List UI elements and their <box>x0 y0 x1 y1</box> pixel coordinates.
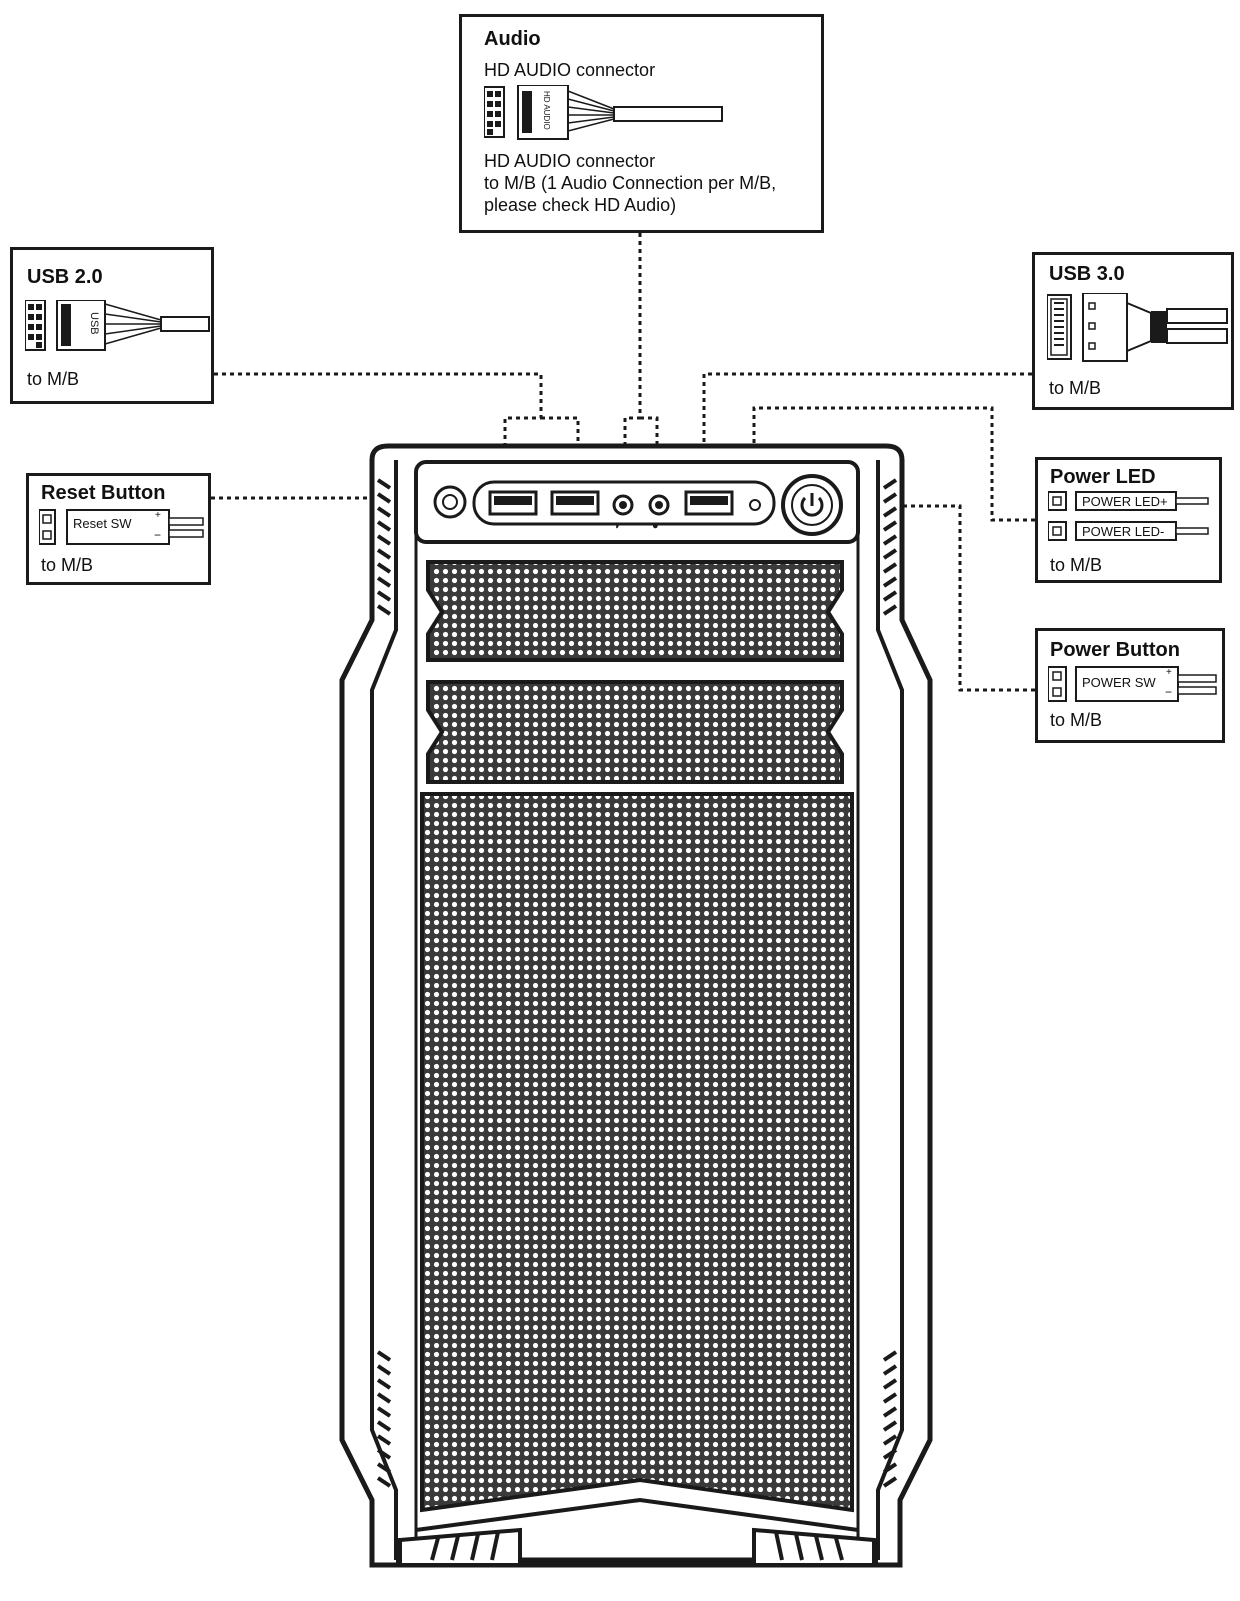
case-bottom-chevron <box>415 1497 859 1532</box>
power-switch-plus-label: + <box>1166 667 1172 678</box>
power-switch-label: POWER SW <box>1082 675 1156 690</box>
headphone-icon: ◗ <box>614 520 621 532</box>
reset-title: Reset Button <box>41 482 166 504</box>
hd-audio-plug-label: HD AUDIO <box>542 91 551 130</box>
power-switch-connector-illustration <box>1048 666 1217 702</box>
case-feet <box>398 1527 876 1567</box>
power-button-destination: to M/B <box>1050 710 1103 730</box>
usb2-title: USB 2.0 <box>27 266 103 288</box>
microphone-icon: ● <box>652 520 659 532</box>
left-top-vents <box>376 478 392 616</box>
audio-callout: Audio HD AUDIO connector HD AUDIO HD AUD… <box>459 14 824 233</box>
power-led-minus-label: POWER LED- <box>1082 524 1165 539</box>
right-bottom-vents <box>882 1350 898 1488</box>
reset-icon <box>442 494 458 510</box>
power-led-plus-label: POWER LED+ <box>1082 494 1168 509</box>
power-led-indicator <box>749 499 761 511</box>
audio-note-line-1: HD AUDIO connector <box>484 151 656 171</box>
case-left-rail <box>370 460 398 1560</box>
power-led-destination: to M/B <box>1050 555 1103 575</box>
audio-connector-label: HD AUDIO connector <box>484 60 656 80</box>
usb2-destination: to M/B <box>27 369 80 389</box>
usb3-connector-illustration <box>1047 293 1228 362</box>
right-top-vents <box>882 478 898 616</box>
reset-button-callout: Reset Button Reset SW + − to M/B <box>26 473 211 585</box>
usb2-connector-illustration: USB <box>25 300 210 351</box>
left-foot <box>398 1527 522 1567</box>
usb3-title: USB 3.0 <box>1049 263 1125 285</box>
pc-case: ◗ ● <box>339 443 933 1568</box>
power-led-title: Power LED <box>1050 466 1156 488</box>
reset-minus-label: − <box>154 528 162 542</box>
front-mesh-panel <box>420 792 854 1513</box>
power-led-connector-illustration <box>1048 491 1209 541</box>
reset-destination: to M/B <box>41 555 94 575</box>
power-button-callout: Power Button POWER SW + − to M/B <box>1035 628 1225 743</box>
usb3-leader-line <box>702 372 1032 490</box>
hd-audio-connector-illustration: HD AUDIO <box>484 85 723 140</box>
reset-switch-connector-illustration <box>39 509 204 545</box>
usb2-callout: USB 2.0 USB to M/B <box>10 247 214 404</box>
power-led-leader-line <box>752 406 1035 522</box>
side-vents <box>376 478 898 1488</box>
power-icon <box>800 493 824 517</box>
reset-switch-label: Reset SW <box>73 516 132 531</box>
usb3-callout: USB 3.0 to M/B <box>1032 252 1234 410</box>
audio-note-line-3: please check HD Audio) <box>484 195 677 215</box>
reset-plus-label: + <box>155 510 161 521</box>
reset-button[interactable] <box>433 485 467 519</box>
usb2-plug-label: USB <box>88 312 100 335</box>
case-right-rail <box>876 460 904 1560</box>
left-bottom-vents <box>376 1350 392 1488</box>
power-switch-minus-label: − <box>1165 685 1173 699</box>
power-button-title: Power Button <box>1050 639 1180 661</box>
drive-bay-2 <box>426 680 844 784</box>
usb3-destination: to M/B <box>1049 378 1102 398</box>
power-led-callout: Power LED POWER LED+ POWER LED- to M/B <box>1035 457 1222 583</box>
audio-note-line-2: to M/B (1 Audio Connection per M/B, <box>484 173 777 193</box>
right-foot <box>752 1527 876 1567</box>
drive-bay-1 <box>426 560 844 662</box>
audio-title: Audio <box>484 28 541 50</box>
